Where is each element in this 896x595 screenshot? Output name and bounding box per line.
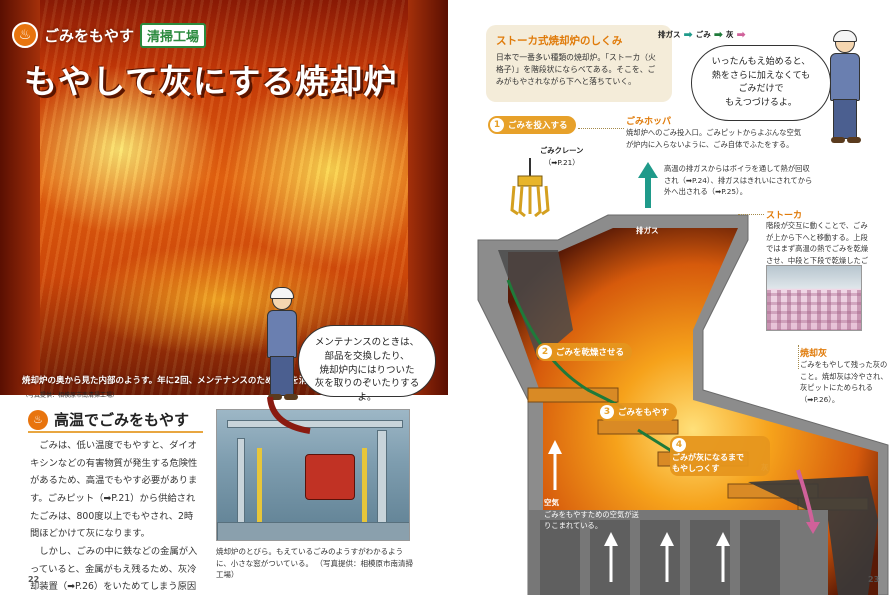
- photo2-caption: 焼却炉のとびら。もえているごみのようすがわかるように、小さな窓がついている。: [216, 547, 404, 568]
- air-note: ごみをもやすための空気が送りこまれている。: [544, 510, 639, 531]
- worker-speech-bubble: メンテナンスのときは、 部品を交換したり、 焼却炉内にはりついた 灰を取りのぞい…: [298, 325, 436, 403]
- category-label: ごみをもやす: [44, 26, 135, 45]
- arrow-right-icon: ➡: [713, 28, 723, 41]
- hopper-note: 焼却炉へのごみ投入口。ごみピットからよぶんな空気が炉内に入らないように、ごみ自体…: [626, 128, 802, 149]
- crane-ref: （➡P.21）: [544, 158, 580, 167]
- hopper-title: ごみホッパ: [626, 117, 672, 127]
- paragraph: ごみは、低い温度でもやすと、ダイオキシンなどの有害物質が発生する危険性があるため…: [30, 440, 198, 540]
- section-underline: [28, 431, 203, 433]
- exhaust-label: 排ガス: [636, 226, 659, 235]
- worker-speech-bubble: いったんもえ始めると、 熱をさらに加えなくても ごみだけで もえつづけるよ。: [691, 45, 831, 121]
- bubble-line: 焼却炉内にはりついた: [319, 364, 415, 376]
- furnace-door-photo: [216, 409, 410, 541]
- step-3-label: 3 ごみをもやす: [598, 403, 678, 421]
- category-badge: ♨ ごみをもやす 清掃工場: [12, 22, 207, 48]
- howto-title: ストーカ式焼却炉のしくみ: [496, 35, 623, 47]
- worker-illustration: [825, 30, 865, 143]
- section-title: 高温でごみをもやす: [54, 411, 190, 429]
- flow-legend: 排ガス ➡ ごみ ➡ 灰 ➡: [658, 28, 746, 41]
- air-arrow-icon: [660, 532, 674, 582]
- bubble-line: もえつづけるよ。: [725, 97, 797, 108]
- worker-illustration: [262, 287, 302, 400]
- arrow-right-icon: ➡: [736, 28, 746, 41]
- air-arrow-icon: [548, 440, 562, 490]
- furnace-wall-left: [0, 0, 40, 395]
- step-number: 4: [672, 438, 686, 452]
- photo-credit: （写真提供：相模原市南清掃工場）: [22, 392, 119, 399]
- section-heading: ♨ 高温でごみをもやす: [28, 409, 189, 430]
- photo2-caption-block: 焼却炉のとびら。もえているごみのようすがわかるように、小さな窓がついている。 （…: [216, 546, 416, 581]
- red-curved-arrow-icon: [267, 396, 311, 434]
- air-title: 空気: [544, 498, 559, 507]
- flame-icon: ♨: [28, 409, 48, 430]
- right-page: ストーカ式焼却炉のしくみ 日本で一番多い種類の焼却炉。「ストーカ（火格子）」を階…: [448, 0, 896, 595]
- step-number: 1: [490, 118, 504, 132]
- step-1-label: 1 ごみを投入する: [488, 116, 576, 134]
- stoker-furnace-diagram: [477, 162, 889, 595]
- step-text: ごみが灰になるまでもやしつくす: [672, 453, 744, 473]
- step-4-label: 4 ごみが灰になるまでもやしつくす: [670, 436, 770, 476]
- step-2-label: 2 ごみを乾燥させる: [536, 343, 633, 361]
- exhaust-note: 高温の排ガスからはボイラを通して熱が回収され（➡P.24）、排ガスはきれいにされ…: [664, 164, 813, 197]
- flame-icon: ♨: [12, 22, 38, 48]
- stoker-photo: [766, 265, 862, 331]
- air-arrow-icon: [716, 532, 730, 582]
- furnace-interior-photo: [0, 0, 448, 395]
- category-tag: 清掃工場: [140, 22, 207, 48]
- crane-label: ごみクレーン: [540, 146, 584, 155]
- leader-line: [738, 214, 764, 215]
- bubble-line: 部品を交換したり、: [324, 350, 410, 362]
- page-title: もやして灰にする焼却炉: [24, 62, 398, 101]
- air-arrow-icon: [604, 532, 618, 582]
- howto-box: ストーカ式焼却炉のしくみ 日本で一番多い種類の焼却炉。「ストーカ（火格子）」を階…: [486, 25, 672, 102]
- left-page: ♨ ごみをもやす 清掃工場 もやして灰にする焼却炉 メンテナンスのときは、 部品…: [0, 0, 448, 595]
- furnace-door: [305, 454, 355, 500]
- step-number: 2: [538, 345, 552, 359]
- ash-title: 焼却灰: [800, 349, 828, 359]
- ash-note: ごみをもやして残った灰のこと。焼却灰は冷やされ、灰ピットにためられる（➡P.26…: [800, 360, 888, 405]
- crane-claw-icon: [510, 158, 550, 218]
- page-number: 23: [868, 575, 880, 584]
- step-number: 3: [600, 405, 614, 419]
- step-text: ごみをもやす: [618, 408, 670, 418]
- photo-caption: 焼却炉の奥から見た内部のようす。年に2回、メンテナンスのために火を消す。: [22, 376, 324, 386]
- bubble-line: いったんもえ始めると、: [711, 57, 811, 67]
- bubble-line: ごみだけで: [738, 84, 784, 94]
- leader-line: [798, 345, 799, 369]
- step-text: ごみを投入する: [508, 121, 568, 131]
- bubble-line: 熱をさらに加えなくても: [711, 70, 811, 81]
- flow-ash: 灰: [725, 30, 734, 39]
- howto-text: 日本で一番多い種類の焼却炉。「ストーカ（火格子）」を階段状にならべてある。そこを…: [496, 53, 656, 87]
- stoker-title: ストーカ: [766, 211, 803, 221]
- page-number: 22: [28, 575, 40, 584]
- flow-exhaust: 排ガス: [658, 30, 681, 39]
- leader-line: [578, 128, 624, 129]
- flow-waste: ごみ: [695, 30, 711, 39]
- paragraph: しかし、ごみの中に鉄などの金属が入っていると、金属がもえ残るため、灰冷却装置（➡…: [30, 545, 198, 593]
- photo2-credit: （写真提供：相模原市南清掃工場）: [216, 558, 413, 580]
- bubble-line: 灰を取りのぞいたりするよ。: [314, 378, 420, 404]
- body-text: ごみは、低い温度でもやすと、ダイオキシンなどの有害物質が発生する危険性があるため…: [30, 437, 202, 595]
- step-text: ごみを乾燥させる: [556, 348, 625, 358]
- arrow-right-icon: ➡: [683, 28, 693, 41]
- bubble-line: メンテナンスのときは、: [314, 337, 420, 348]
